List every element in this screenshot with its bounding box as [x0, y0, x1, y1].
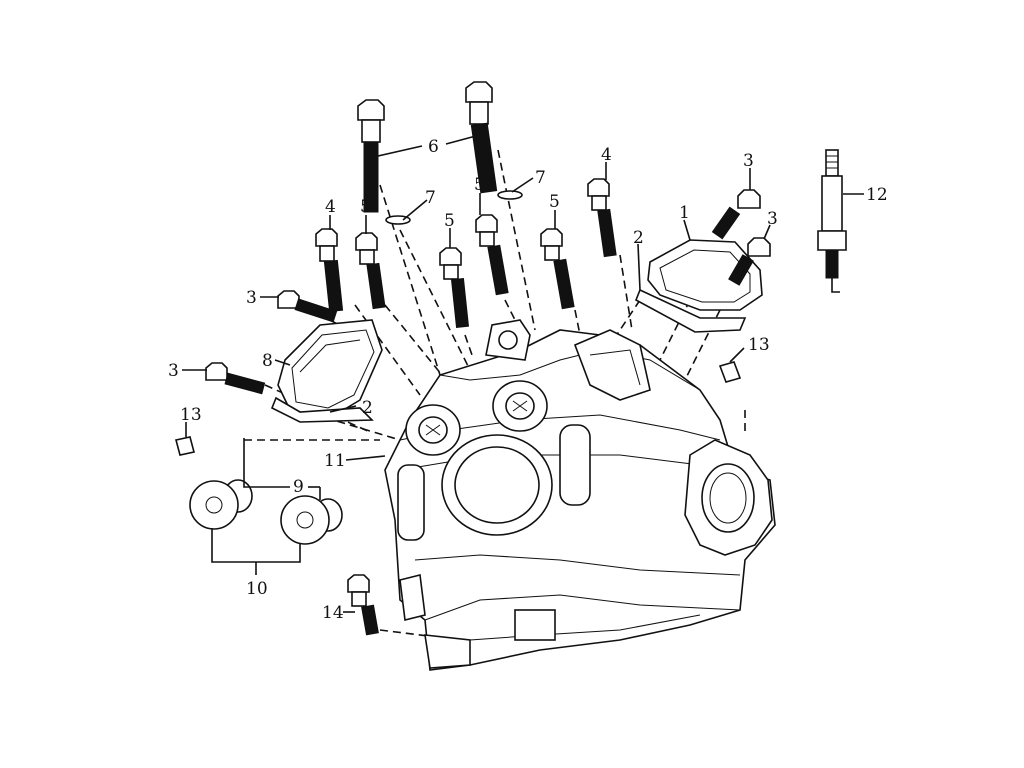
callout-12: 12 [866, 185, 888, 205]
callout-1: 1 [679, 203, 690, 223]
bolt-3-lower-right [728, 237, 771, 286]
callout-9: 9 [293, 477, 304, 497]
bolt-4-right [587, 178, 617, 258]
callout-13a: 13 [180, 405, 202, 425]
callout-5d: 5 [549, 192, 560, 212]
callout-7b: 7 [535, 168, 546, 188]
callout-2b: 2 [362, 398, 373, 418]
callout-3d: 3 [168, 361, 179, 381]
plug-cap-right [280, 495, 343, 545]
bolt-3-upper-right [711, 189, 761, 240]
dowel-pin-right [718, 361, 742, 383]
bolt-3-lower-left [205, 362, 266, 395]
head-bolt-long-left [357, 99, 411, 225]
head-bolt-long-right [465, 81, 523, 200]
plug-cap-left [189, 479, 253, 530]
callout-2a: 2 [633, 228, 644, 248]
callout-14: 14 [322, 603, 344, 623]
callout-5b: 5 [444, 211, 455, 231]
callout-5c: 5 [474, 175, 485, 195]
callout-3c: 3 [246, 288, 257, 308]
callout-3b: 3 [767, 209, 778, 229]
bolt-5-a [355, 232, 386, 310]
dowel-pin-left [175, 436, 195, 456]
callout-labels: 1 2 2 3 3 3 3 4 4 5 5 5 5 6 7 7 8 9 10 1… [168, 137, 888, 623]
leader-lines [182, 132, 864, 613]
callout-4a: 4 [325, 197, 336, 217]
bolt-14 [347, 574, 379, 636]
bolt-5-c [475, 214, 509, 296]
bolt-4-left [315, 228, 344, 313]
callout-10: 10 [246, 579, 268, 599]
cam-cover-right [634, 239, 763, 333]
callout-7a: 7 [425, 188, 436, 208]
bolt-3-upper-left [277, 290, 338, 323]
callout-6: 6 [428, 137, 439, 157]
callout-8: 8 [262, 351, 273, 371]
callout-11: 11 [324, 451, 346, 471]
bolt-5-d [540, 228, 575, 310]
bolt-5-b [439, 247, 470, 329]
callout-4b: 4 [601, 145, 612, 165]
cam-cover-left [270, 319, 383, 423]
spark-plug [817, 149, 847, 293]
callout-3a: 3 [743, 151, 754, 171]
callout-13b: 13 [748, 335, 770, 355]
cylinder-head [384, 319, 776, 671]
callout-5a: 5 [360, 197, 371, 217]
